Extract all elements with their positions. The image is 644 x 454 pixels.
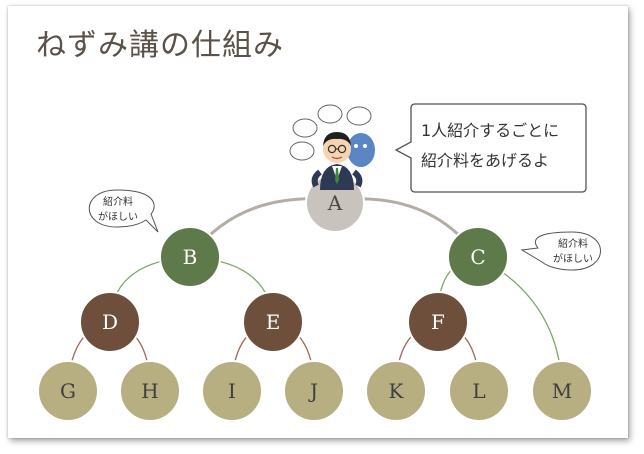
node-k-label: K (389, 379, 405, 403)
node-k: K (365, 360, 427, 422)
node-e: E (242, 291, 304, 353)
node-c: C (447, 226, 509, 288)
speech-line-2: 紹介料をあげるよ (421, 151, 549, 170)
node-f: F (407, 291, 469, 353)
node-g: G (37, 360, 99, 422)
node-l: L (448, 360, 510, 422)
node-d: D (79, 291, 141, 353)
node-f-label: F (431, 310, 445, 334)
node-m-label: M (552, 379, 572, 403)
businessman-icon (311, 132, 375, 190)
callout-b-line-2: がほしい (98, 210, 138, 223)
node-d-label: D (102, 310, 118, 334)
node-c-label: C (470, 245, 485, 269)
node-h-label: H (141, 379, 158, 403)
node-h: H (119, 360, 181, 422)
node-j: J (283, 360, 345, 422)
node-j-label: J (308, 379, 318, 403)
callout-c-line-2: がほしい (553, 252, 593, 265)
node-l-label: L (472, 379, 485, 403)
callout-c-line-1: 紹介料 (558, 237, 588, 250)
node-i: I (201, 360, 263, 422)
node-i-label: I (228, 379, 236, 403)
node-a-label: A (327, 191, 343, 215)
callout-b: 紹介料 がほしい (88, 189, 159, 233)
node-b-label: B (183, 245, 198, 269)
page-title: ねずみ講の仕組み (36, 28, 284, 63)
thought-bubbles-icon (289, 104, 372, 161)
node-m: M (531, 360, 593, 422)
speech-line-1: 1人紹介するごとに (421, 121, 559, 140)
node-e-label: E (266, 310, 281, 334)
callout-b-line-1: 紹介料 (103, 195, 133, 208)
callout-c: 紹介料 がほしい (520, 231, 601, 271)
speech-box: 1人紹介するごとに 紹介料をあげるよ (394, 103, 587, 193)
node-b: B (159, 226, 221, 288)
node-g-label: G (60, 379, 76, 403)
